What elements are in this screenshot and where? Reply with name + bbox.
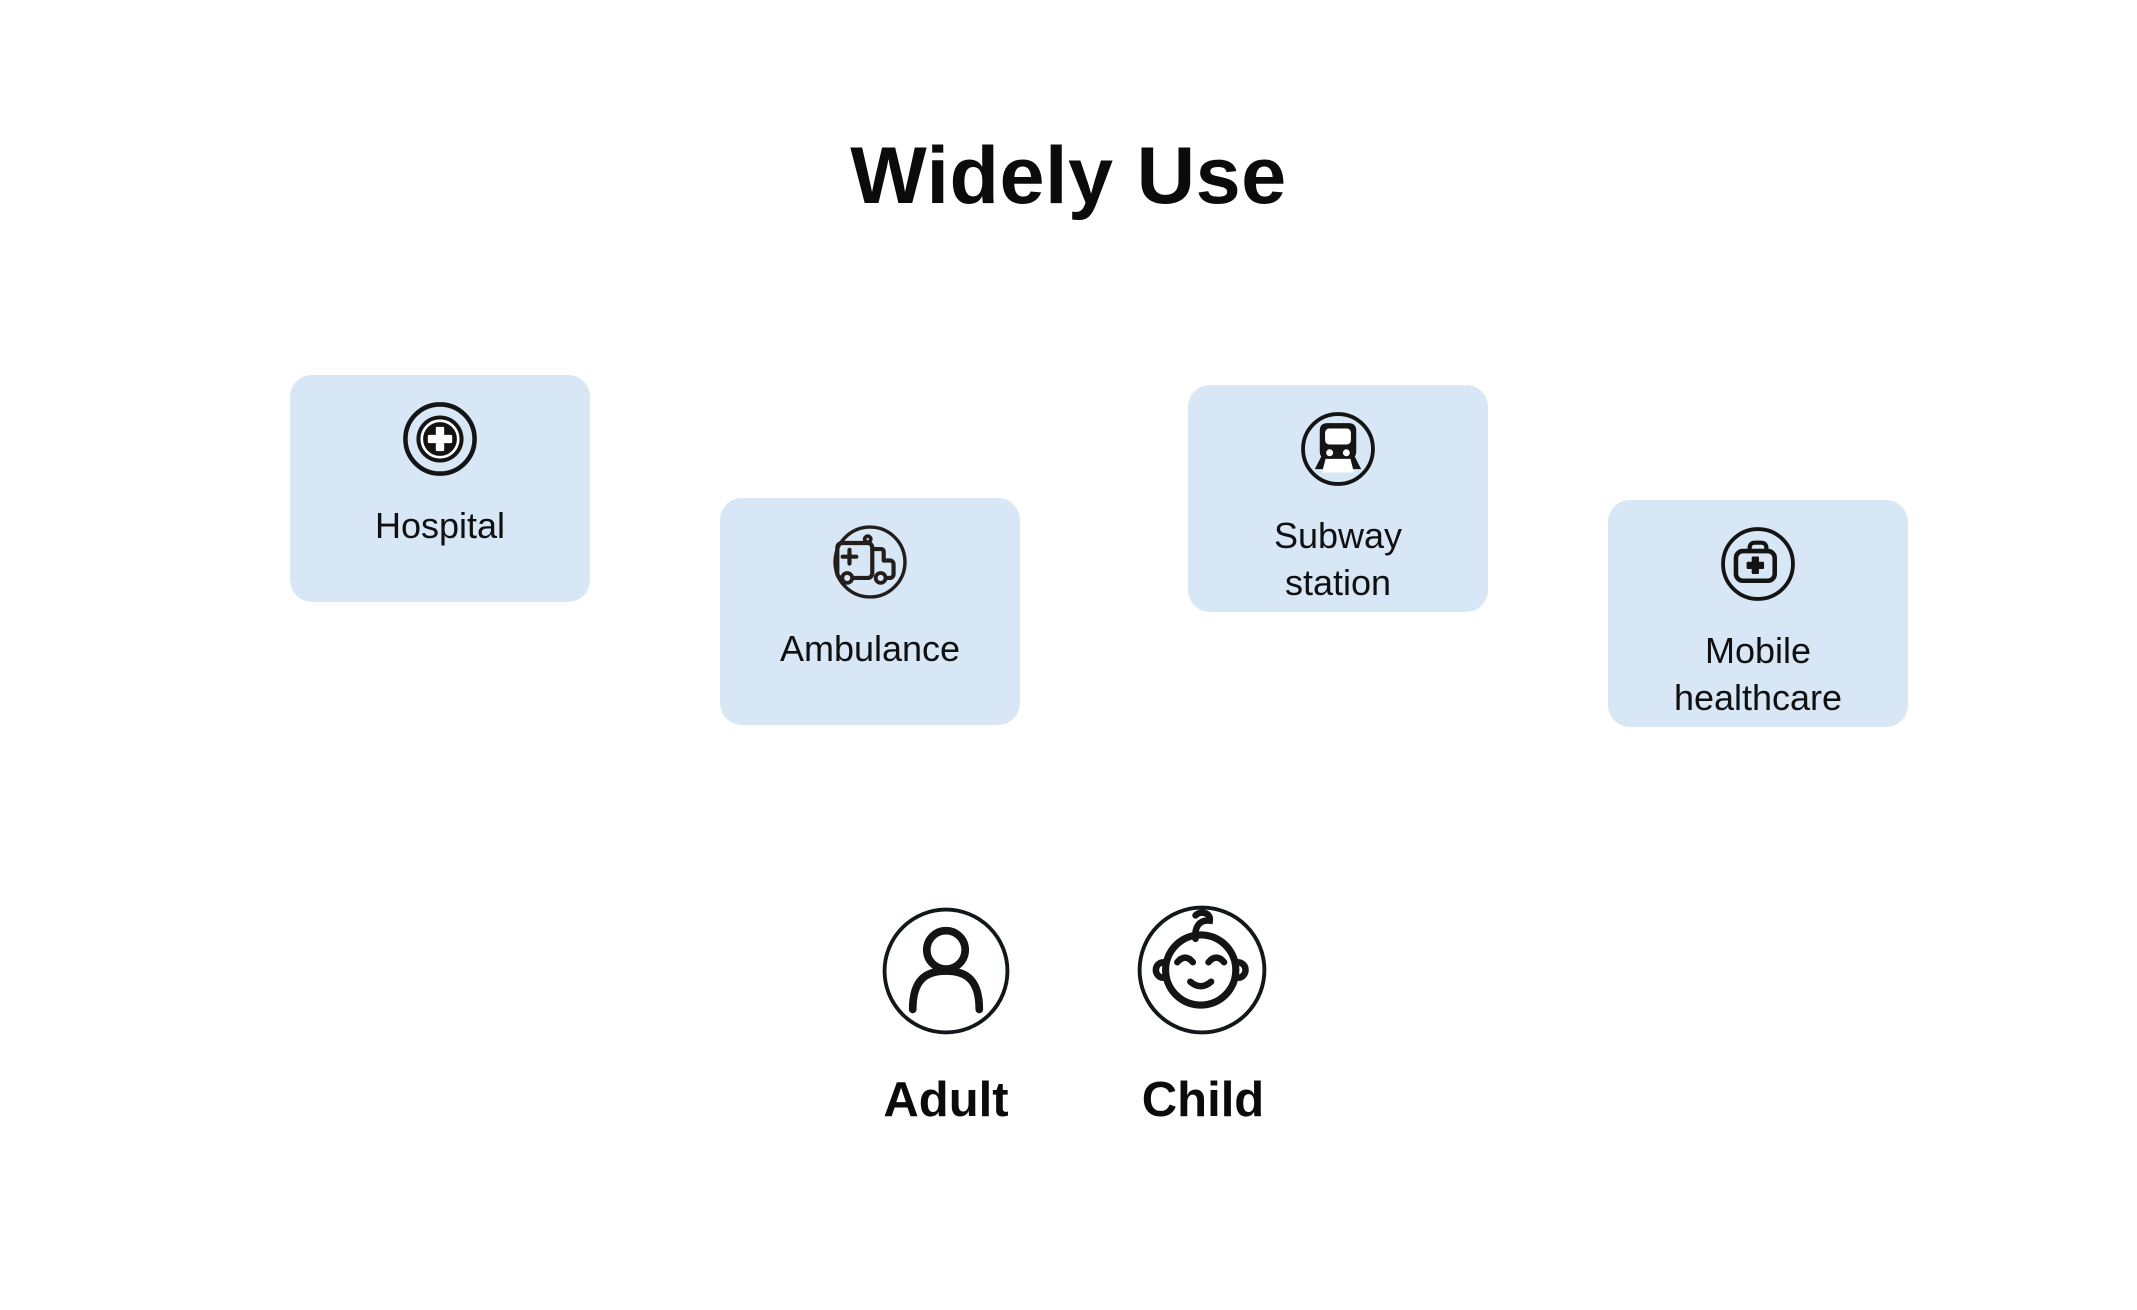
card-mobile-healthcare[interactable]: Mobile healthcare: [1608, 500, 1908, 727]
card-subway-station[interactable]: Subway station: [1188, 385, 1488, 612]
card-hospital[interactable]: Hospital: [290, 375, 590, 602]
card-label-hospital: Hospital: [374, 505, 506, 546]
subway-train-icon: [1300, 411, 1376, 487]
card-label-subway-station: Subway station: [1273, 515, 1403, 603]
hospital-cross-icon: [402, 401, 478, 477]
child-label: Child: [1141, 1073, 1265, 1127]
page-title: Widely Use: [850, 131, 1287, 221]
card-ambulance[interactable]: Ambulance: [720, 498, 1020, 725]
first-aid-kit-icon: [1720, 526, 1796, 602]
card-label-ambulance: Ambulance: [779, 628, 961, 669]
ambulance-icon: [832, 524, 908, 600]
adult-person-icon[interactable]: [882, 907, 1010, 1035]
adult-label: Adult: [883, 1073, 1009, 1127]
child-face-icon[interactable]: [1137, 905, 1267, 1035]
card-label-mobile-healthcare: Mobile healthcare: [1673, 630, 1843, 718]
